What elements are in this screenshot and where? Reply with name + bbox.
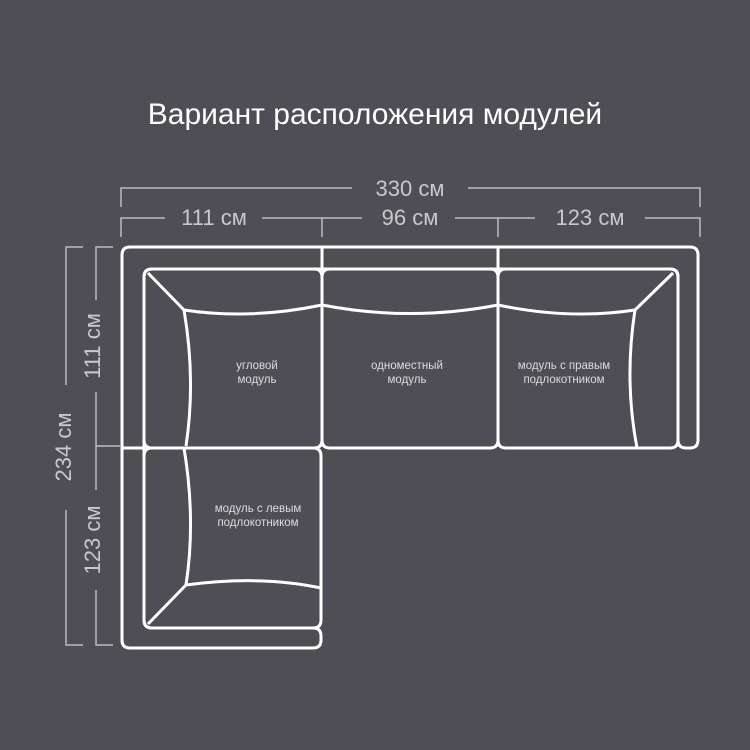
label-corner-line2: модуль (238, 374, 277, 386)
label-corner-line1: угловой (236, 360, 278, 372)
page-title: Вариант расположения модулей (147, 98, 603, 131)
dimension-total-depth: 234 см (51, 246, 83, 646)
dimension-total-width: 330 см (120, 176, 701, 207)
label-right-line2: подлокотником (523, 374, 604, 386)
width-label-3: 123 см (556, 205, 625, 230)
module-right-armrest (496, 267, 680, 450)
label-left-line2: подлокотником (217, 517, 298, 529)
depth-label-2: 123 см (80, 506, 105, 575)
module-single (320, 267, 500, 450)
label-single-line2: модуль (388, 374, 427, 386)
total-width-label: 330 см (376, 176, 445, 201)
width-label-2: 96 см (382, 205, 439, 230)
label-right-line1: модуль с правым (518, 360, 610, 372)
label-left-line1: модуль с левым (215, 503, 302, 515)
depth-label-1: 111 см (80, 313, 105, 379)
label-single-line1: одноместный (371, 360, 443, 372)
total-depth-label: 234 см (51, 413, 76, 482)
width-label-1: 111 см (181, 205, 247, 230)
module-left-armrest (142, 446, 323, 630)
module-labels: угловой модуль одноместный модуль модуль… (215, 360, 611, 529)
module-corner (142, 267, 324, 450)
dimension-segment-widths: 111 см 96 см 123 см (120, 205, 701, 237)
dimension-segment-depths: 111 см 123 см (80, 246, 120, 646)
